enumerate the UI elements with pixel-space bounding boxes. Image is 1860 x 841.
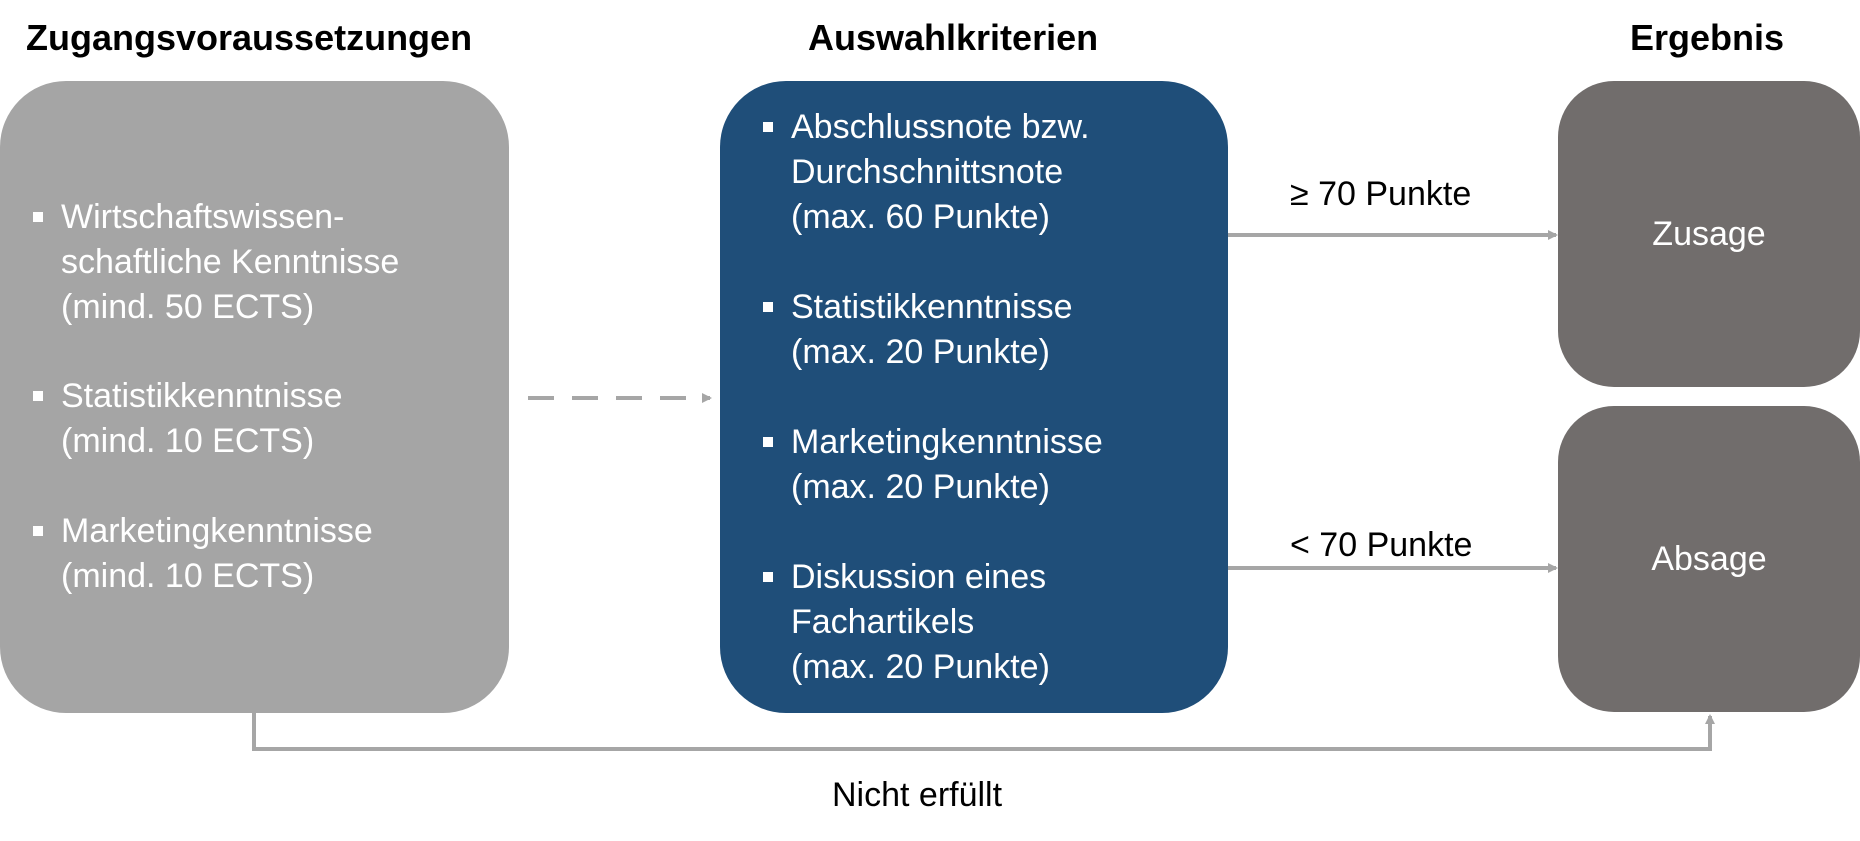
heading-zugangsvoraussetzungen: Zugangsvoraussetzungen <box>26 17 473 58</box>
zugangsvoraussetzungen-box: Wirtschaftswissen- schaftliche Kenntniss… <box>0 81 509 713</box>
requirement-line: (mind. 50 ECTS) <box>61 288 315 326</box>
requirement-line: Statistikkenntnisse <box>61 377 343 415</box>
criterion-line: Fachartikels <box>791 603 975 641</box>
heading-auswahlkriterien: Auswahlkriterien <box>808 17 1099 58</box>
requirement-line: (mind. 10 ECTS) <box>61 557 315 595</box>
criterion-line: (max. 20 Punkte) <box>791 333 1050 371</box>
criterion-line: (max. 20 Punkte) <box>791 648 1050 686</box>
bullet-icon <box>33 212 43 222</box>
criterion-line: Durchschnittsnote <box>791 153 1064 191</box>
requirement-line: schaftliche Kenntnisse <box>61 243 400 281</box>
absage-label: Absage <box>1651 540 1767 578</box>
bullet-icon <box>33 526 43 536</box>
ge70-label: ≥ 70 Punkte <box>1290 175 1472 213</box>
nicht-erfuellt-connector <box>252 713 1715 751</box>
bullet-icon <box>763 122 773 132</box>
zusage-label: Zusage <box>1652 215 1766 253</box>
heading-ergebnis: Ergebnis <box>1630 17 1785 58</box>
criterion-line: (max. 60 Punkte) <box>791 198 1050 236</box>
criterion-line: Statistikkenntnisse <box>791 288 1073 326</box>
bullet-icon <box>33 391 43 401</box>
requirement-line: (mind. 10 ECTS) <box>61 422 315 460</box>
zusage-box: Zusage <box>1558 81 1860 387</box>
criterion-line: Marketingkenntnisse <box>791 423 1103 461</box>
criterion-line: Abschlussnote bzw. <box>791 108 1090 146</box>
criterion-line: Diskussion eines <box>791 558 1047 596</box>
requirement-line: Wirtschaftswissen- <box>61 198 345 236</box>
criterion-line: (max. 20 Punkte) <box>791 468 1050 506</box>
absage-box: Absage <box>1558 406 1860 712</box>
bullet-icon <box>763 302 773 312</box>
nicht-erfuellt-label: Nicht erfüllt <box>832 776 1003 814</box>
bullet-icon <box>763 572 773 582</box>
lt70-label: < 70 Punkte <box>1290 526 1473 564</box>
bullet-icon <box>763 437 773 447</box>
requirement-line: Marketingkenntnisse <box>61 512 373 550</box>
auswahlkriterien-box: Abschlussnote bzw. Durchschnittsnote (ma… <box>720 81 1228 713</box>
